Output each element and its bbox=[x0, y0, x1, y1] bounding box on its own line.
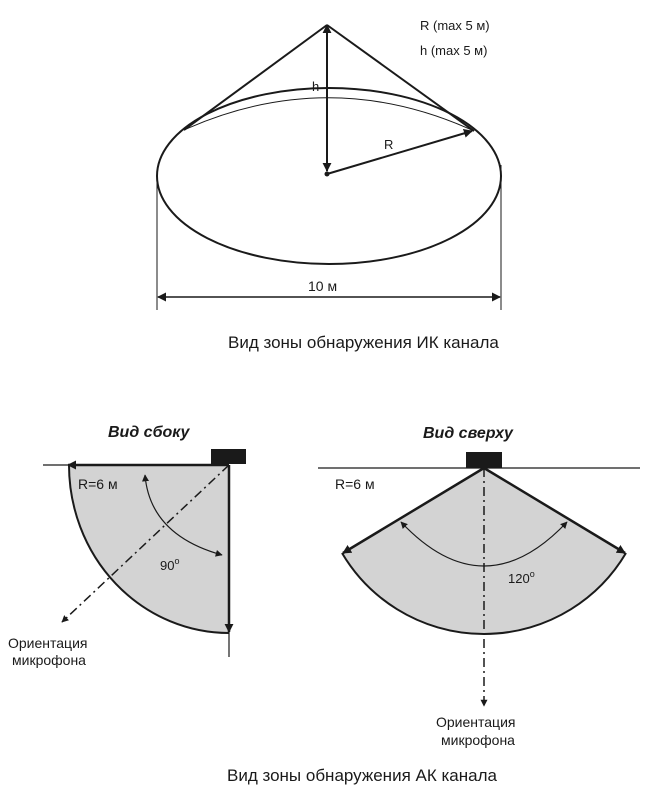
top-view-angle-value: 120 bbox=[508, 571, 530, 586]
side-view-angle-unit: o bbox=[174, 556, 179, 566]
ir-center-point bbox=[324, 171, 330, 177]
ir-cone-right-edge bbox=[326, 24, 475, 132]
ir-zone-diagram: R (max 5 м) h (max 5 м) h R 10 м Вид зон… bbox=[156, 18, 502, 352]
ir-cone-rim-arc bbox=[183, 97, 475, 132]
ir-r-max-label: R (max 5 м) bbox=[420, 18, 490, 33]
top-view-angle-arc bbox=[400, 521, 568, 567]
ir-zone-caption: Вид зоны обнаружения ИК канала bbox=[228, 333, 499, 352]
top-view-sensor bbox=[466, 452, 502, 468]
ir-radius-label: R bbox=[384, 137, 393, 152]
ir-radius-arrow bbox=[326, 128, 473, 175]
side-view-angle-value: 90 bbox=[160, 558, 174, 573]
top-view-title: Вид сверху bbox=[423, 425, 514, 442]
top-view-angle-unit: o bbox=[530, 569, 535, 579]
side-view-radius-label: R=6 м bbox=[78, 476, 118, 492]
top-view-right-arrow bbox=[483, 466, 626, 555]
top-view-orientation-line2: микрофона bbox=[441, 732, 515, 748]
ac-top-view: Вид сверху R=6 м 120o Ориентация микрофо… bbox=[318, 425, 640, 748]
side-view-angle-label: 90o bbox=[160, 556, 179, 573]
side-view-orientation-line2: микрофона bbox=[12, 652, 86, 668]
side-view-orientation-line1: Ориентация bbox=[8, 635, 87, 651]
top-view-radius-label: R=6 м bbox=[335, 476, 375, 492]
ac-side-view: Вид сбоку R=6 м 90o Ориентация микрофона bbox=[8, 424, 246, 668]
side-view-arc bbox=[68, 464, 230, 634]
side-view-title: Вид сбоку bbox=[108, 424, 191, 441]
side-view-angle-arc bbox=[142, 474, 223, 557]
top-view-angle-label: 120o bbox=[508, 569, 535, 586]
ir-cone-left-edge bbox=[183, 24, 328, 131]
ir-diameter-label: 10 м bbox=[308, 278, 337, 294]
top-view-left-arrow bbox=[342, 466, 485, 555]
ac-zone-caption: Вид зоны обнаружения АК канала bbox=[227, 766, 497, 785]
ir-height-label: h bbox=[312, 79, 319, 94]
top-view-orientation-line1: Ориентация bbox=[436, 714, 515, 730]
ir-h-max-label: h (max 5 м) bbox=[420, 43, 487, 58]
side-view-sensor bbox=[211, 449, 246, 464]
